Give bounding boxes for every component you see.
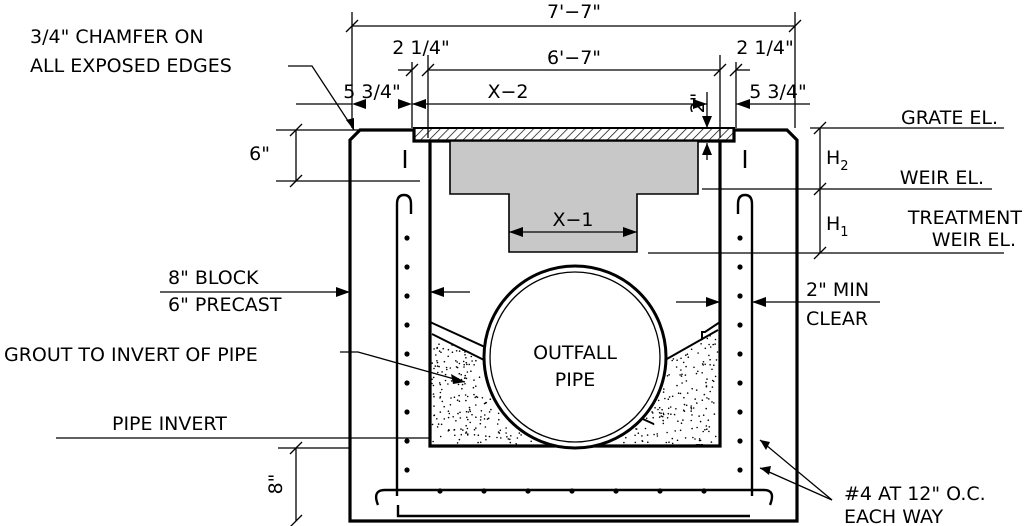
- clear-note-line2: CLEAR: [806, 308, 868, 330]
- bottom-slab-label: 8": [265, 474, 287, 495]
- top-slab-label: 6": [249, 143, 270, 165]
- arrowheads: [336, 99, 771, 475]
- left-offset-label: 5 3/4": [343, 81, 400, 103]
- treatment-elevation-line2: WEIR EL.: [932, 229, 1016, 251]
- right-gap-label: 2 1/4": [736, 37, 793, 59]
- overall-width-label: 7'−7": [547, 1, 601, 23]
- chamfer-note-line1: 3/4" CHAMFER ON: [30, 26, 204, 48]
- pipe-label-line2: PIPE: [555, 369, 596, 391]
- weir-width-label: X−1: [552, 209, 593, 231]
- weir-plate: [449, 140, 699, 253]
- treatment-elevation-line1: TREATMENT: [907, 207, 1023, 229]
- grout-note: GROUT TO INVERT OF PIPE: [4, 344, 258, 366]
- pipe-invert-note: PIPE INVERT: [112, 413, 227, 435]
- rebar-note-line1: #4 AT 12" O.C.: [844, 483, 986, 505]
- rebar-note-line2: EACH WAY: [844, 506, 944, 526]
- chamfer-note-line2: ALL EXPOSED EDGES: [30, 55, 232, 77]
- h2-label: H2: [826, 147, 849, 174]
- pipe-label-line1: OUTFALL: [533, 342, 617, 364]
- inner-width-label: 6'−7": [547, 47, 601, 69]
- clear-note-line1: 2" MIN: [806, 279, 869, 301]
- wall-note-line1: 8" BLOCK: [168, 267, 259, 289]
- left-gap-label: 2 1/4": [392, 37, 449, 59]
- wall-note-line2: 6" PRECAST: [168, 294, 282, 316]
- grate: [413, 127, 735, 142]
- right-offset-label: 5 3/4": [749, 81, 806, 103]
- grout-fill: [429, 320, 721, 448]
- grate-thickness-label: 2": [687, 93, 709, 114]
- outfall-pipe: [482, 264, 668, 450]
- h1-label: H1: [826, 213, 849, 240]
- annotations: 7'−7" 2 1/4" 6'−7" 2 1/4" 5 3/4" X−2 5 3…: [4, 1, 1022, 526]
- grate-elevation-label: GRATE EL.: [901, 107, 998, 129]
- weir-elevation-label: WEIR EL.: [900, 167, 984, 189]
- rebar: [374, 150, 774, 518]
- grate-width-label: X−2: [487, 81, 528, 103]
